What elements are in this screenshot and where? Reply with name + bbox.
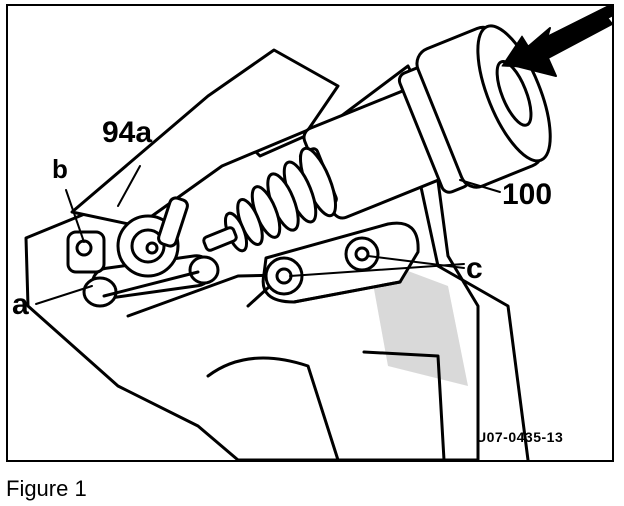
housing-lower-curve [206,356,340,460]
direction-arrow-head [501,35,543,69]
leader-100 [459,179,501,193]
leader-94a [117,165,141,207]
label-100: 100 [502,178,553,211]
technical-illustration: 94a b a 100 c U07-0435-13 [6,4,614,462]
housing-edge [362,350,446,460]
direction-arrow-shaft [522,6,612,58]
label-a: a [12,288,29,321]
line-drawing [24,6,612,460]
pivot-screw-b [66,230,106,274]
leader-a [35,285,93,305]
leader-b [65,189,85,243]
bellows-boot [202,146,337,253]
label-94a: 94a [102,116,153,149]
leader-c-1 [289,263,465,277]
figure-code: U07-0435-13 [476,429,564,445]
label-c: c [466,252,483,285]
figure-caption: Figure 1 [6,476,87,501]
label-b: b [52,154,68,184]
leader-c-2 [367,255,465,269]
upper-pivot-cam [116,196,189,278]
